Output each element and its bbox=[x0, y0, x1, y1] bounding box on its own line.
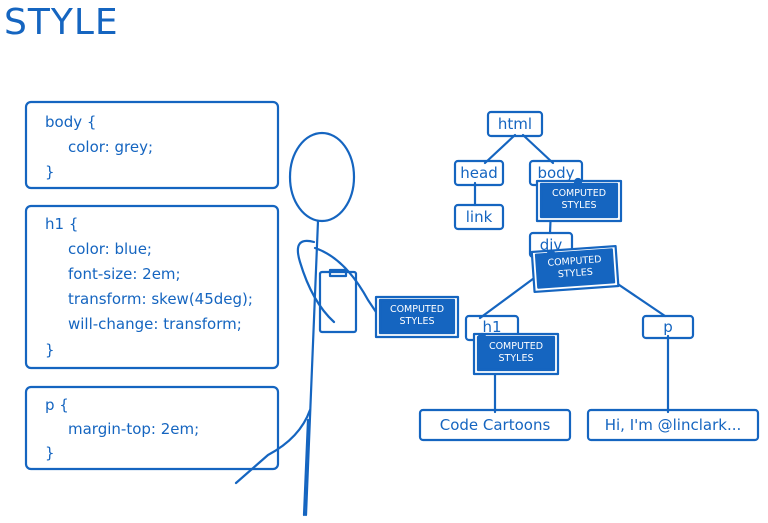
css-h1-close: } bbox=[45, 341, 55, 359]
tree-node-html bbox=[486, 110, 544, 138]
computed-styles-body-line1: COMPUTED bbox=[551, 188, 607, 199]
clipboard bbox=[318, 270, 358, 334]
stick-figure-right-leg bbox=[302, 418, 310, 517]
stick-figure-front-arm bbox=[313, 246, 378, 314]
page-title: STYLE bbox=[4, 2, 119, 43]
css-h1-transform: transform: skew(45deg); bbox=[68, 290, 253, 308]
tree-node-body-label: body bbox=[537, 164, 575, 182]
clipboard-clip bbox=[328, 268, 348, 278]
tree-node-head bbox=[453, 159, 505, 187]
computed-styles-h1-text: COMPUTED STYLES bbox=[478, 341, 554, 365]
computed-styles-card-body bbox=[535, 177, 623, 223]
css-h1-font-size: font-size: 2em; bbox=[68, 265, 181, 283]
computed-styles-body-text: COMPUTED STYLES bbox=[541, 188, 617, 212]
computed-styles-card-held bbox=[374, 295, 460, 339]
tree-node-div-label: div bbox=[539, 236, 563, 254]
css-body-close: } bbox=[45, 163, 55, 181]
computed-styles-held-line2: STYLES bbox=[399, 316, 435, 327]
computed-styles-h1-line2: STYLES bbox=[498, 353, 534, 364]
tree-node-link-label: link bbox=[465, 208, 493, 226]
css-rule-box-h1 bbox=[24, 204, 280, 370]
tree-node-h1-text bbox=[418, 408, 572, 442]
stick-figure-body bbox=[304, 219, 320, 517]
tree-node-head-label: head bbox=[460, 164, 498, 182]
stick-figure-left-leg bbox=[234, 408, 312, 485]
css-p-selector: p { bbox=[45, 396, 69, 414]
css-body-selector: body { bbox=[45, 113, 97, 131]
computed-styles-card-h1 bbox=[472, 332, 560, 376]
tree-node-h1-label: h1 bbox=[482, 318, 502, 336]
computed-styles-held-text: COMPUTED STYLES bbox=[380, 304, 454, 328]
computed-styles-body-line2: STYLES bbox=[561, 200, 597, 211]
css-p-margin-top: margin-top: 2em; bbox=[68, 420, 200, 438]
stick-figure-head bbox=[288, 131, 356, 223]
tree-node-p bbox=[641, 314, 695, 340]
tree-node-html-label: html bbox=[497, 115, 533, 133]
tree-node-link bbox=[453, 203, 505, 231]
stick-figure-back-arm bbox=[296, 239, 336, 324]
tree-node-h1-text-label: Code Cartoons bbox=[439, 416, 551, 434]
tree-node-p-text bbox=[586, 408, 760, 442]
tree-node-p-label: p bbox=[663, 318, 673, 336]
computed-styles-h1-line1: COMPUTED bbox=[488, 341, 544, 352]
css-p-close: } bbox=[45, 444, 55, 462]
tree-node-p-text-label: Hi, I'm @linclark... bbox=[604, 416, 742, 434]
css-rule-box-body bbox=[24, 100, 280, 190]
css-body-color: color: grey; bbox=[68, 138, 154, 156]
computed-styles-held-line1: COMPUTED bbox=[389, 304, 445, 315]
css-h1-color: color: blue; bbox=[68, 240, 152, 258]
css-h1-selector: h1 { bbox=[45, 215, 79, 233]
css-rule-box-p bbox=[24, 385, 280, 471]
computed-styles-card-div bbox=[530, 245, 620, 293]
css-h1-will-change: will-change: transform; bbox=[68, 315, 242, 333]
